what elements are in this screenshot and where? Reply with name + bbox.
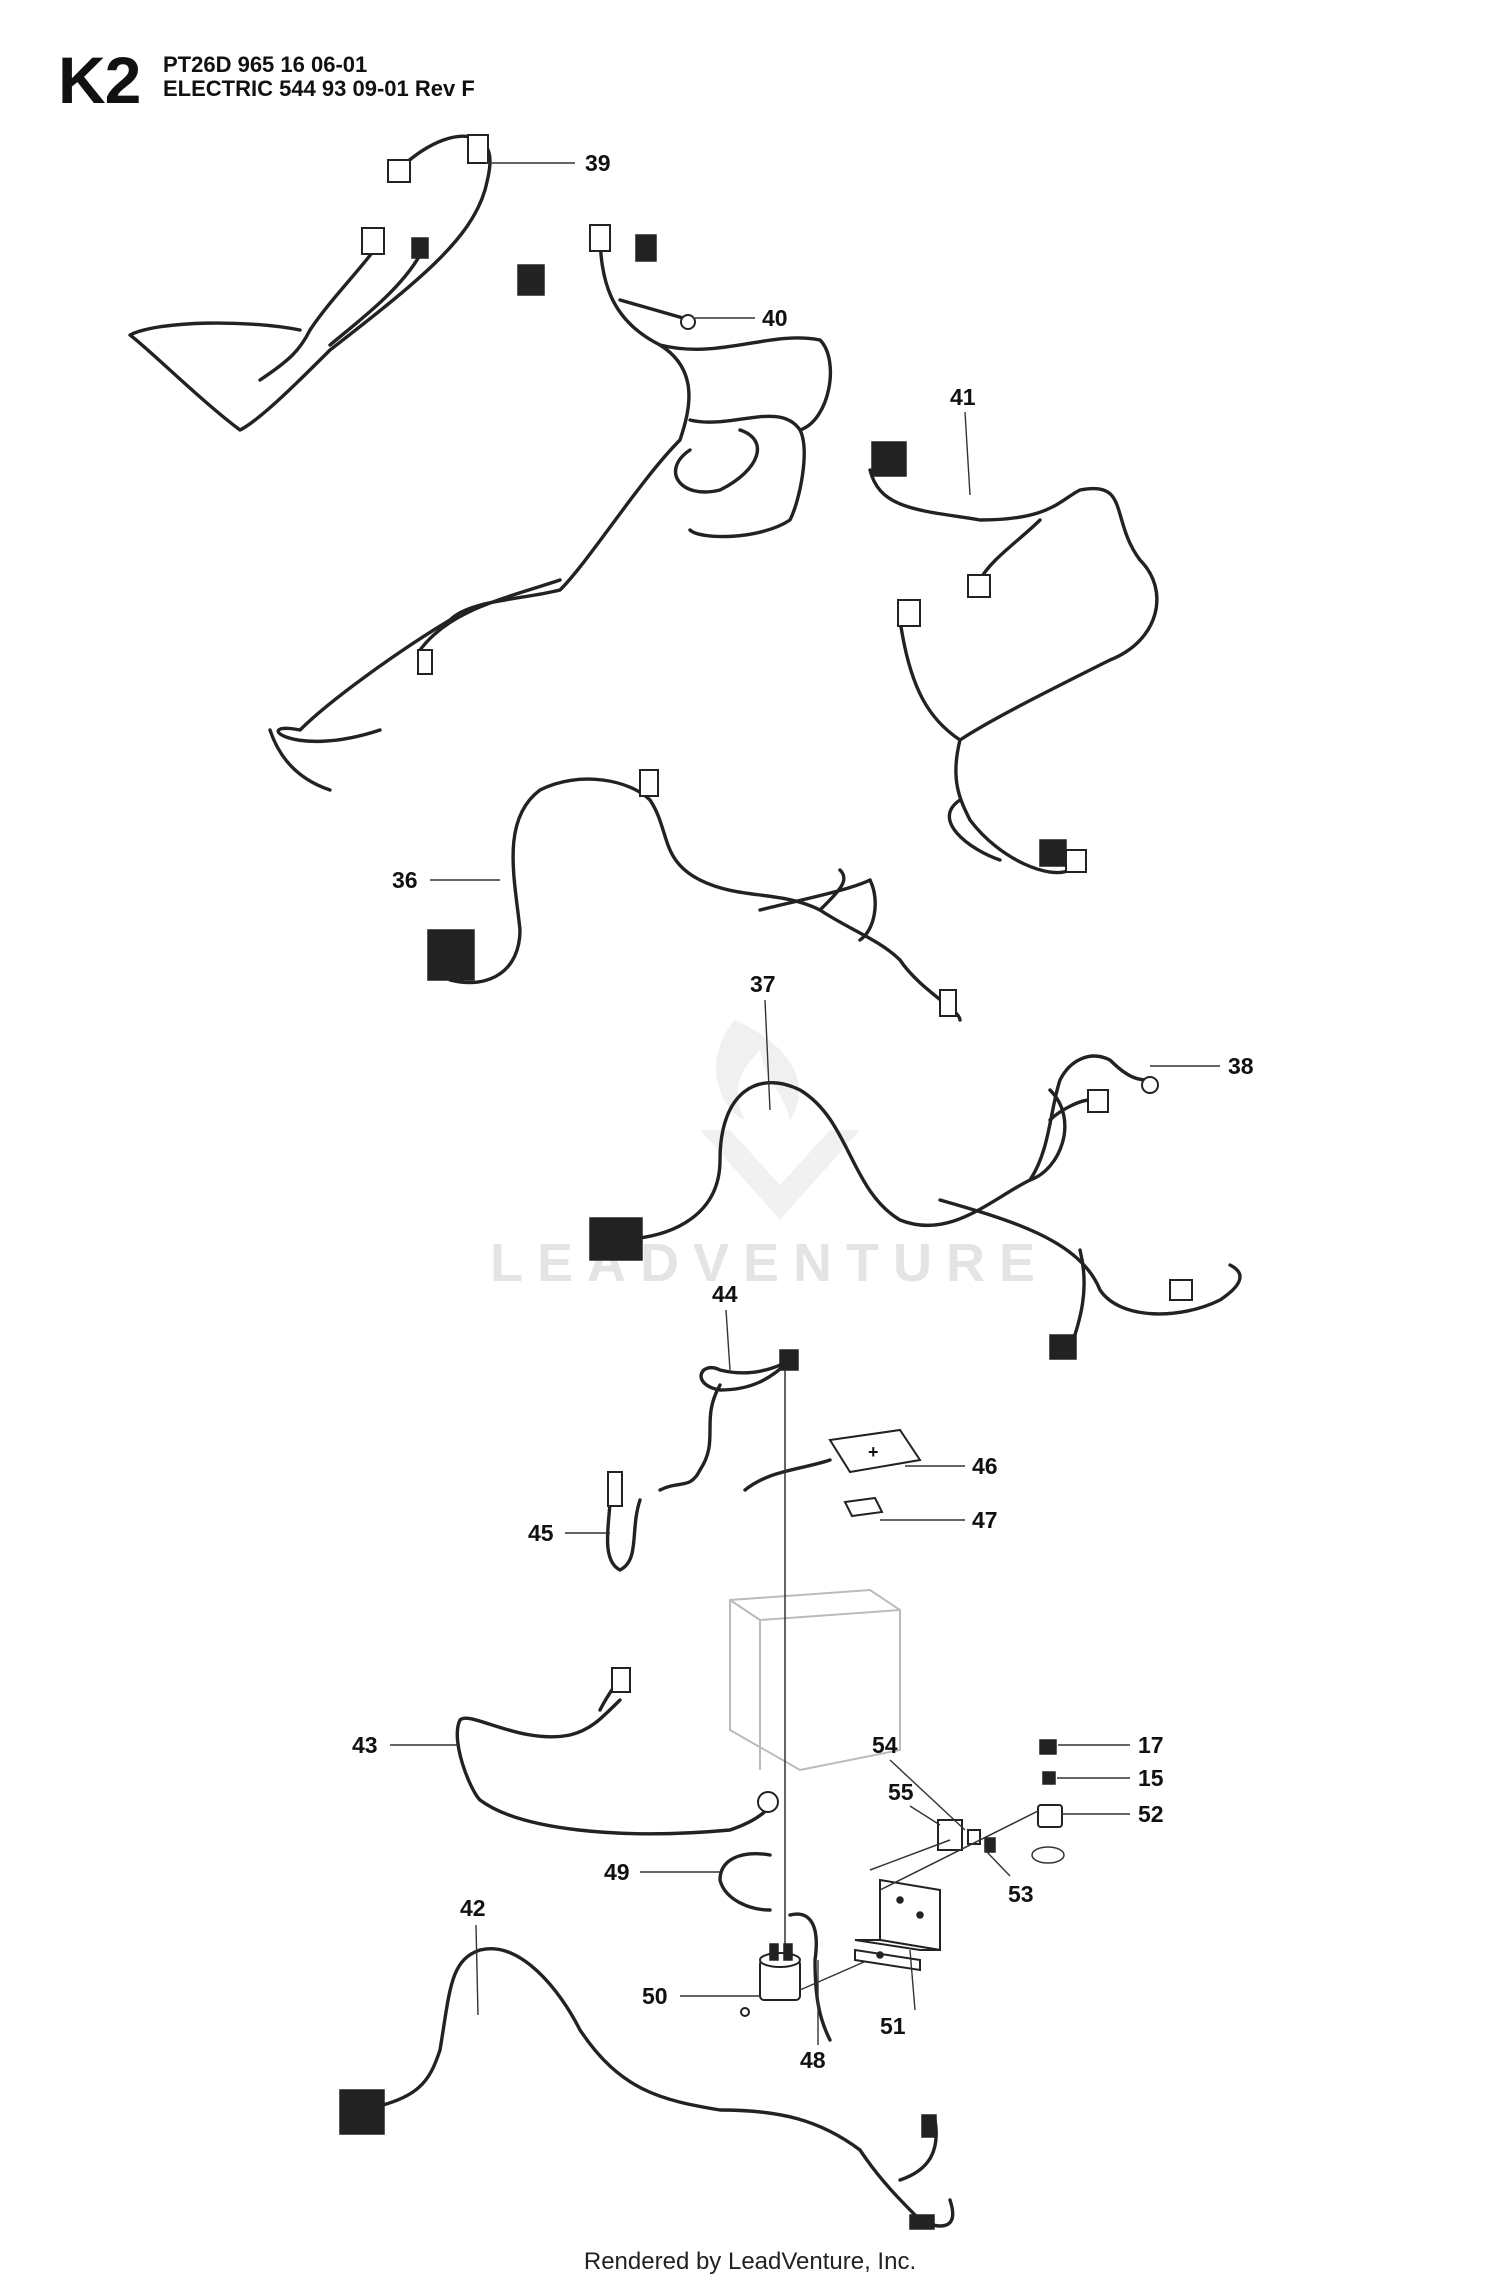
callout-38: 38 [1228, 1053, 1254, 1079]
model-line: PT26D 965 16 06-01 [163, 52, 368, 77]
fuse-block-46 [828, 1428, 922, 1474]
harness-41 [868, 441, 1159, 875]
svg-text:+: + [868, 1442, 879, 1462]
connector-42b [921, 2114, 937, 2138]
connector-41c [967, 574, 991, 598]
callout-51: 51 [880, 2013, 906, 2039]
bracket-47 [843, 1496, 884, 1518]
terminal-43 [611, 1667, 631, 1693]
callout-43: 43 [352, 1732, 378, 1758]
bracket-54 [967, 1829, 981, 1845]
connector-42c [909, 2214, 935, 2230]
assembly-line: ELECTRIC 544 93 09-01 Rev F [163, 76, 475, 101]
callout-54: 54 [872, 1732, 898, 1758]
connector-41a [871, 441, 907, 477]
relay-52 [1037, 1804, 1063, 1828]
leader-lines [390, 162, 1220, 2045]
callout-44: 44 [712, 1281, 738, 1307]
cable-49 [718, 1852, 832, 2042]
callout-47: 47 [972, 1507, 998, 1533]
footer-credit: Rendered by LeadVenture, Inc. [583, 2248, 917, 2275]
callout-42: 42 [460, 1895, 486, 1921]
callout-40: 40 [762, 305, 788, 331]
harness-36 [427, 769, 962, 1022]
connector-37c [1169, 1279, 1193, 1301]
connector-37d [1087, 1089, 1109, 1113]
callout-55: 55 [888, 1779, 914, 1805]
callout-49: 49 [604, 1859, 630, 1885]
fuse-15 [1042, 1771, 1056, 1785]
callout-labels: 39 40 41 36 37 38 44 46 47 45 43 17 54 1… [352, 150, 1254, 2073]
harness-37 [589, 1054, 1242, 1360]
callout-37: 37 [750, 971, 776, 997]
harness-39 [128, 134, 492, 432]
connector-36b [639, 769, 659, 797]
harness-40 [268, 224, 833, 792]
terminal-40 [417, 649, 433, 675]
connector-36a [427, 929, 475, 981]
relay-55 [937, 1819, 963, 1851]
callout-17: 17 [1138, 1732, 1164, 1758]
fuse-block-46-47: + [743, 1428, 922, 1518]
cable-44-45 [605, 1349, 799, 1572]
connector-36c [939, 989, 957, 1017]
connector-41b [897, 599, 921, 627]
connector-37b [1049, 1334, 1077, 1360]
grommet-40 [680, 314, 696, 330]
connector-41d [1039, 839, 1067, 867]
connector-39a [387, 159, 411, 183]
connector-42a [339, 2089, 385, 2135]
section-code: K2 [58, 43, 141, 117]
cable-43 [455, 1667, 779, 1836]
connector-37a [589, 1217, 643, 1261]
harness-42 [339, 1947, 955, 2230]
fuse-17 [1039, 1739, 1057, 1755]
clip-53 [984, 1837, 996, 1853]
connector-39c [361, 227, 385, 255]
callout-48: 48 [800, 2047, 826, 2073]
connector-39b [467, 134, 489, 164]
battery-outline [729, 1370, 901, 1960]
terminal-45 [607, 1471, 623, 1507]
callout-45: 45 [528, 1520, 554, 1546]
connector-40a [517, 264, 545, 296]
callout-50: 50 [642, 1983, 668, 2009]
relay-parts [869, 1739, 1065, 1891]
connector-41e [1065, 849, 1087, 873]
terminal-44 [779, 1349, 799, 1371]
callout-39: 39 [585, 150, 611, 176]
callout-41: 41 [950, 384, 976, 410]
watermark-logo [700, 1020, 860, 1220]
connector-40c [635, 234, 657, 262]
terminal-38 [1141, 1076, 1159, 1094]
callout-36: 36 [392, 867, 418, 893]
bracket-51 [854, 1878, 941, 1972]
connector-39d [411, 237, 429, 259]
callout-52: 52 [1138, 1801, 1164, 1827]
callout-53: 53 [1008, 1881, 1034, 1907]
connector-40b [589, 224, 611, 252]
callout-46: 46 [972, 1453, 998, 1479]
ring-43 [757, 1791, 779, 1813]
watermark-text: LEADVENTURE [490, 1233, 1050, 1293]
callout-15: 15 [1138, 1765, 1164, 1791]
